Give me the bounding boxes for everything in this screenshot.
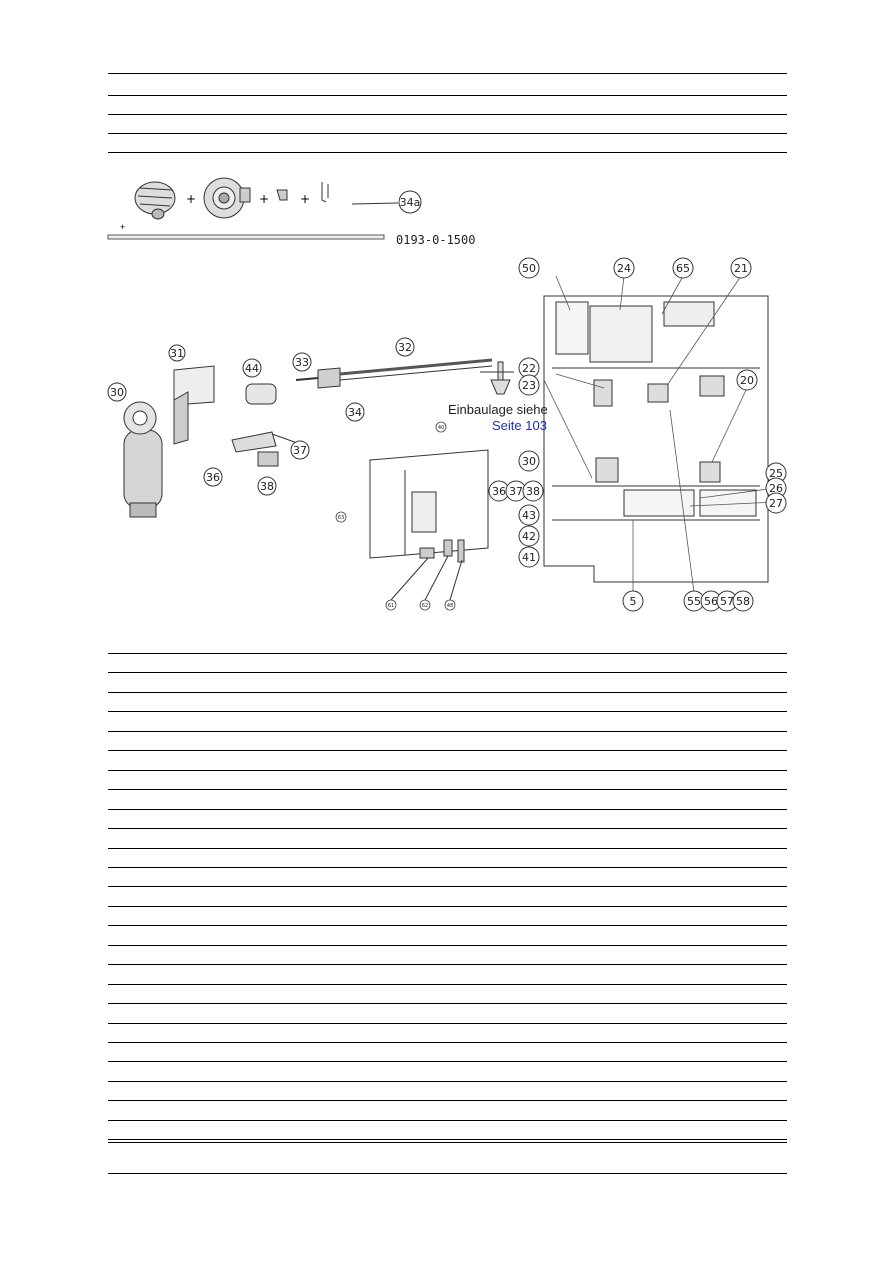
svg-text:24: 24: [617, 262, 631, 275]
svg-text:+: +: [186, 192, 196, 206]
parts-table-rule: [108, 1061, 787, 1062]
parts-table-rule: [108, 731, 787, 732]
svg-text:50: 50: [522, 262, 536, 275]
svg-text:48: 48: [447, 603, 453, 609]
svg-text:0193-0-1500: 0193-0-1500: [396, 233, 475, 247]
motor-assembly: [123, 358, 493, 518]
svg-text:43: 43: [522, 509, 536, 522]
parts-table-rule: [108, 1100, 787, 1101]
svg-text:65: 65: [676, 262, 690, 275]
parts-table-rule: [108, 848, 787, 849]
svg-text:61: 61: [388, 603, 394, 609]
parts-table-rule: [108, 1042, 787, 1043]
svg-text:44: 44: [245, 362, 259, 375]
parts-table-rule: [108, 945, 787, 946]
svg-text:30: 30: [110, 386, 124, 399]
svg-text:38: 38: [260, 480, 274, 493]
svg-text:30: 30: [522, 455, 536, 468]
svg-text:+: +: [120, 222, 125, 232]
parts-table-rule: [108, 809, 787, 810]
parts-table-rule: [108, 1139, 787, 1140]
svg-text:+: +: [300, 192, 310, 206]
exploded-parts-diagram: + + + 34a + 0193-0-1500 31: [107, 177, 787, 612]
parts-table-rule: [108, 828, 787, 829]
kit-shaft: +: [107, 222, 385, 240]
svg-text:5: 5: [630, 595, 637, 608]
svg-text:58: 58: [736, 595, 750, 608]
kit-clip: [276, 189, 288, 201]
funnel-part: [480, 361, 514, 395]
cover-plate: [369, 449, 489, 601]
svg-text:23: 23: [522, 379, 536, 392]
parts-table-rule: [108, 750, 787, 751]
parts-table-rule: [108, 1173, 787, 1174]
parts-table-rule: [108, 964, 787, 965]
parts-table-rule: [108, 672, 787, 673]
parts-table-rule: [108, 1142, 787, 1143]
parts-table-rule: [108, 925, 787, 926]
parts-table-rule: [108, 653, 787, 654]
svg-text:20: 20: [740, 374, 754, 387]
motor-callouts: 31 30 44 33 32 34 37 36 38: [107, 337, 415, 496]
parts-table-rule: [108, 1003, 787, 1004]
svg-text:26: 26: [769, 482, 783, 495]
svg-text:37: 37: [293, 444, 307, 457]
parts-table-rule: [108, 1081, 787, 1082]
kit-gear-wheel: [203, 177, 251, 219]
svg-text:27: 27: [769, 497, 783, 510]
parts-table-rule: [108, 984, 787, 985]
svg-text:22: 22: [522, 362, 536, 375]
parts-table-rule: [108, 906, 787, 907]
svg-text:34a: 34a: [400, 196, 421, 209]
svg-text:37: 37: [509, 485, 523, 498]
top-table-rule-4: [108, 133, 787, 134]
parts-table-rule: [108, 886, 787, 887]
svg-text:41: 41: [522, 551, 536, 564]
svg-text:42: 42: [522, 530, 536, 543]
parts-table-rule: [108, 789, 787, 790]
svg-text:62: 62: [422, 603, 428, 609]
svg-text:36: 36: [492, 485, 506, 498]
top-table-rule-1: [108, 73, 787, 74]
svg-text:57: 57: [720, 595, 734, 608]
svg-text:38: 38: [526, 485, 540, 498]
svg-text:40: 40: [438, 425, 444, 431]
svg-text:21: 21: [734, 262, 748, 275]
top-table-rule-5: [108, 152, 787, 153]
page-reference-link[interactable]: Seite 103: [492, 418, 547, 433]
svg-text:63: 63: [338, 515, 344, 521]
kit-callout: 34a: [398, 190, 422, 214]
cover-callouts: 40 63 61 62 48: [335, 421, 456, 611]
parts-table-rule: [108, 867, 787, 868]
svg-text:36: 36: [206, 471, 220, 484]
parts-table-rule: [108, 770, 787, 771]
installation-note: Einbaulage siehe: [448, 402, 548, 417]
svg-text:+: +: [259, 192, 269, 206]
svg-text:34: 34: [348, 406, 362, 419]
svg-text:33: 33: [295, 356, 309, 369]
kit-pin: [321, 182, 329, 203]
svg-text:55: 55: [687, 595, 701, 608]
top-table-rule-2: [108, 95, 787, 96]
parts-table-rule: [108, 692, 787, 693]
svg-text:32: 32: [398, 341, 412, 354]
kit-worm-gear: [134, 181, 176, 220]
parts-table-rule: [108, 711, 787, 712]
parts-table-rule: [108, 1023, 787, 1024]
housing-callouts: 50 24 65 21 22 23 20 30 25 26 27 36 37 3…: [488, 257, 787, 612]
svg-text:31: 31: [170, 347, 184, 360]
housing-box: [543, 295, 769, 583]
svg-text:56: 56: [704, 595, 718, 608]
top-table-rule-3: [108, 114, 787, 115]
housing-leaders: [543, 275, 777, 593]
parts-table-rule: [108, 1120, 787, 1121]
svg-text:25: 25: [769, 467, 783, 480]
